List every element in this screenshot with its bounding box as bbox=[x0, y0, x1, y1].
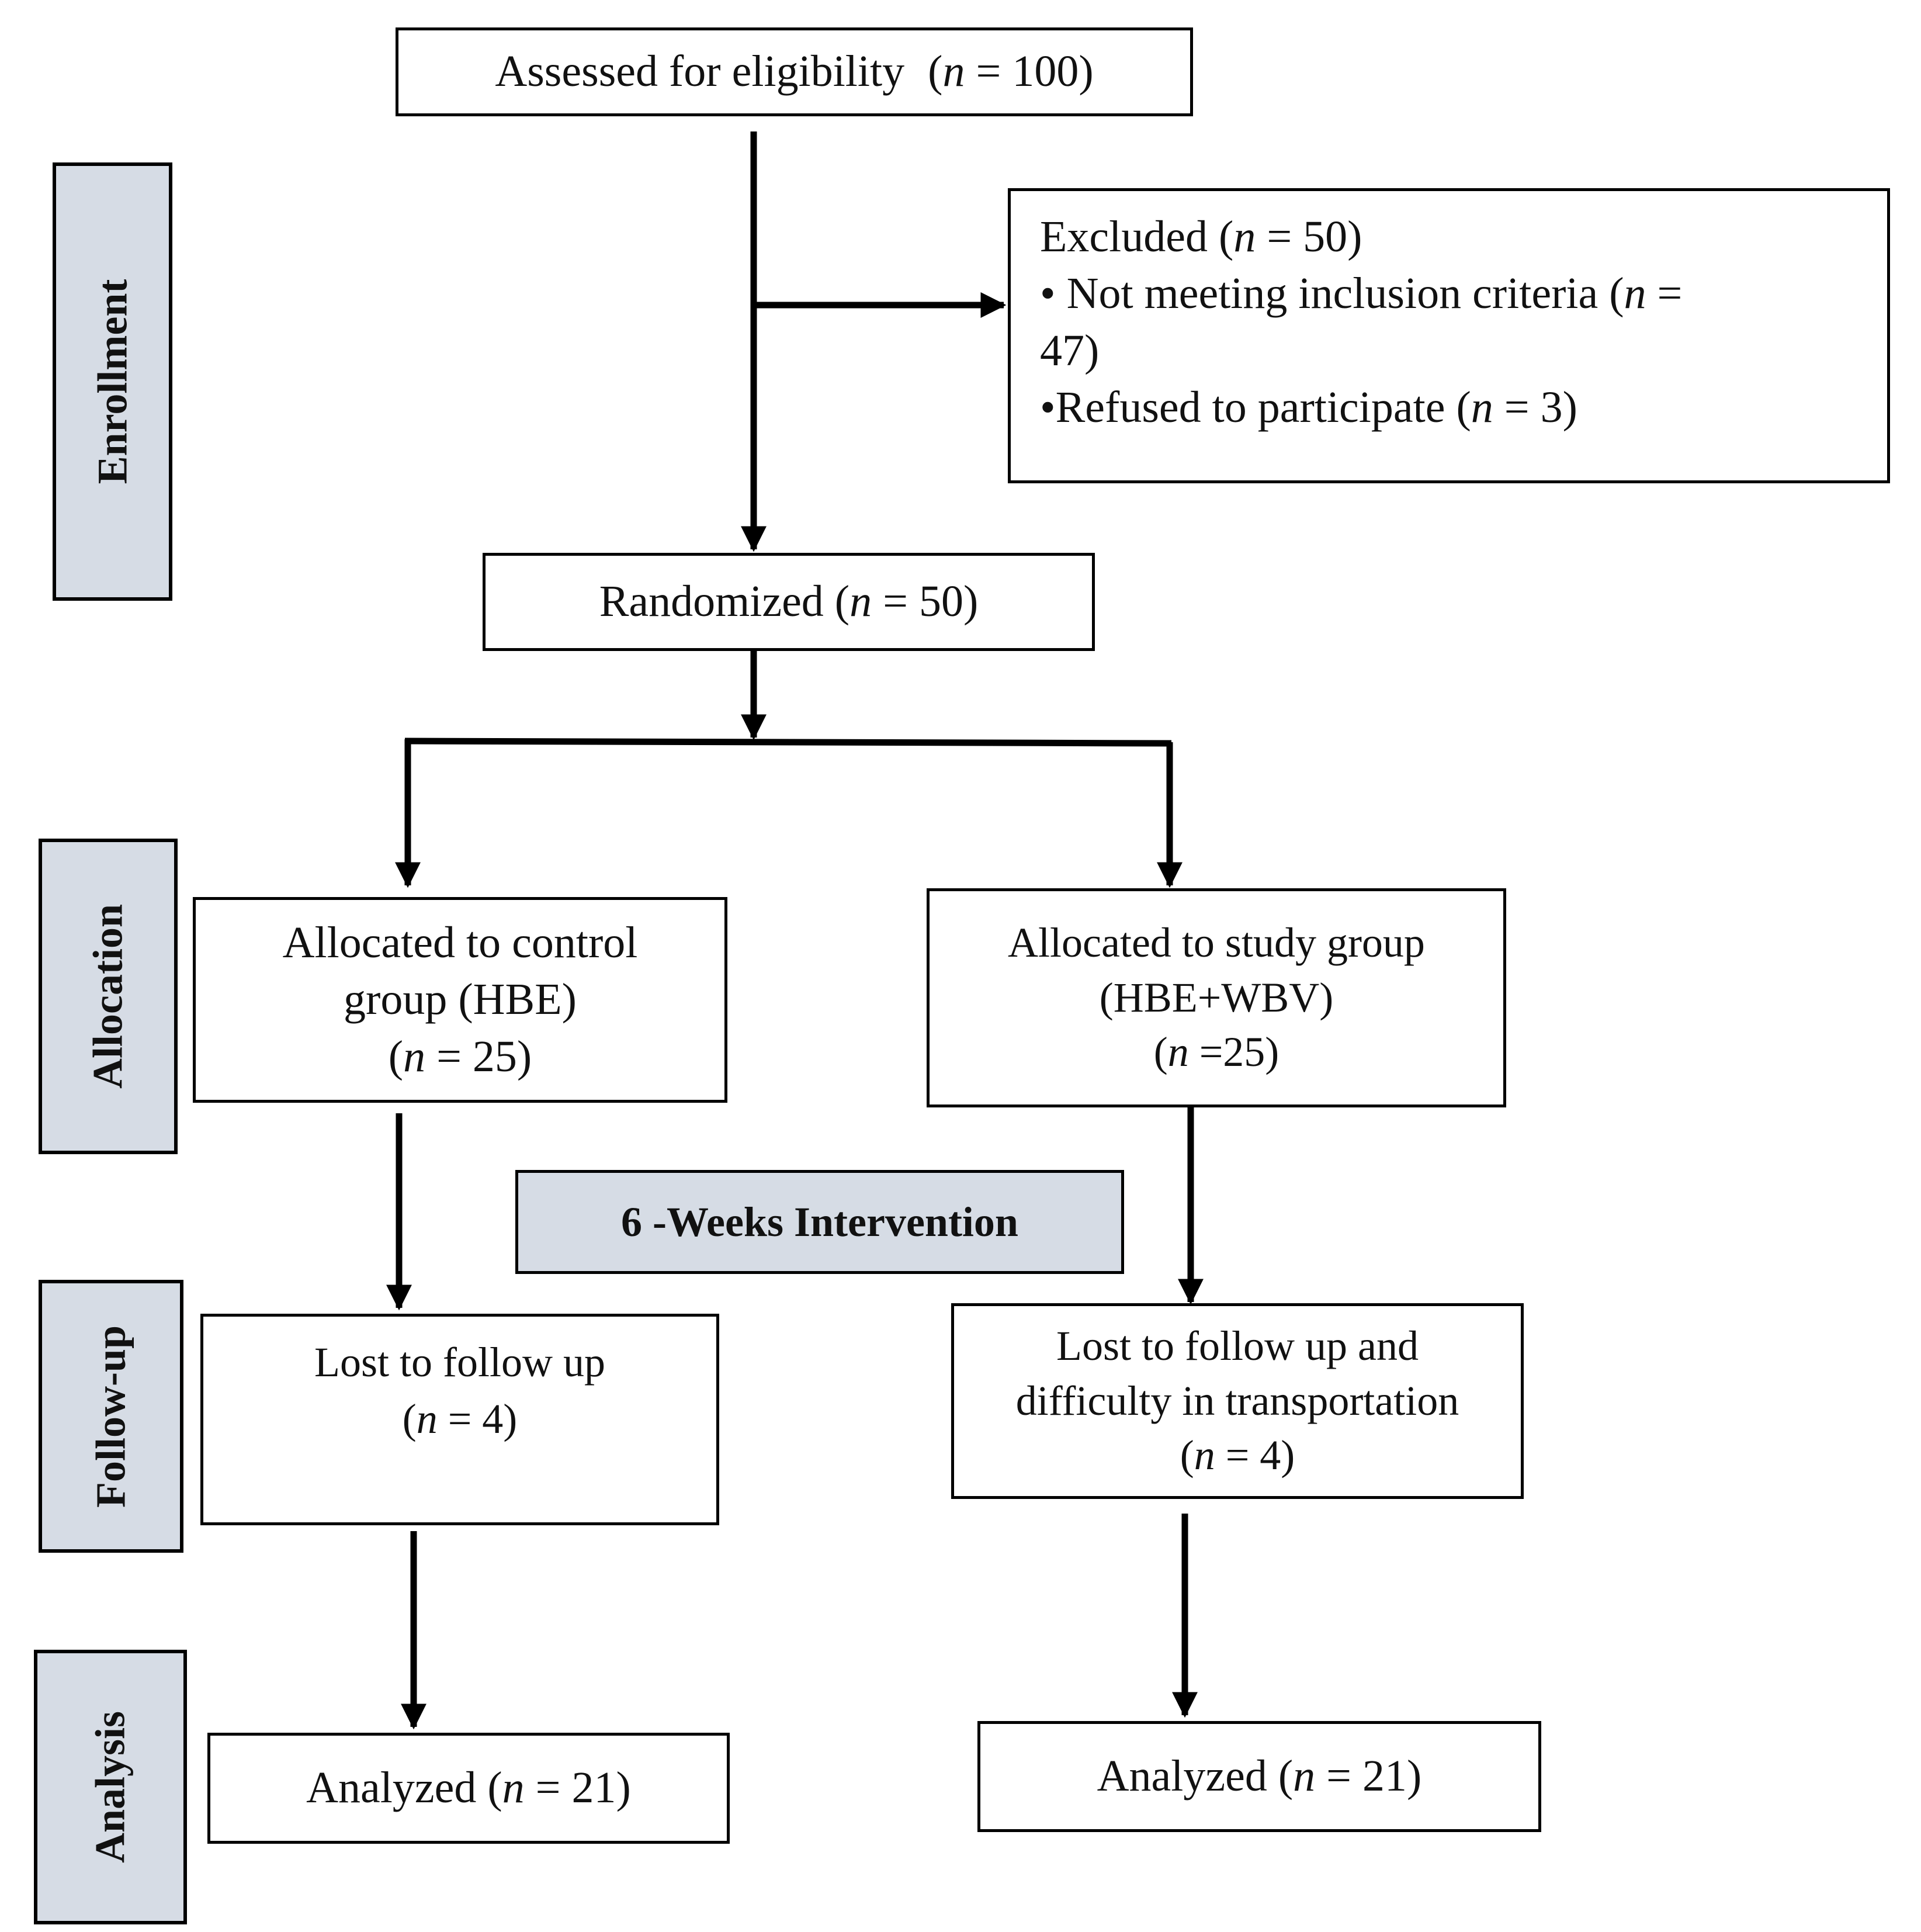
excluded-reason-1-line-1: • Not meeting inclusion criteria (n = bbox=[1040, 269, 1683, 318]
study-analyzed-text: Analyzed (n = 21) bbox=[1097, 1751, 1422, 1801]
control-allocation-line-3: (n = 25) bbox=[388, 1031, 532, 1081]
excluded-reason-2: •Refused to participate (n = 3) bbox=[1040, 382, 1577, 432]
control-analyzed-box: Analyzed (n = 21) bbox=[207, 1733, 730, 1844]
randomized-text: Randomized (n = 50) bbox=[599, 577, 979, 626]
control-allocation-line-2: group (HBE) bbox=[344, 975, 577, 1024]
control-allocation-box: Allocated to control group (HBE) (n = 25… bbox=[193, 897, 727, 1103]
assessed-text: Assessed for eligibility bbox=[495, 47, 905, 96]
stage-allocation: Allocation bbox=[39, 839, 178, 1154]
randomized-box: Randomized (n = 50) bbox=[483, 553, 1095, 651]
study-lost-line-3: (n = 4) bbox=[1180, 1432, 1295, 1479]
study-lost-box: Lost to follow up and difficulty in tran… bbox=[951, 1303, 1524, 1499]
excluded-title: Excluded (n = 50) bbox=[1040, 212, 1362, 261]
control-analyzed-text: Analyzed (n = 21) bbox=[306, 1763, 631, 1813]
assessed-n: (n = 100) bbox=[928, 47, 1094, 96]
excluded-box: Excluded (n = 50) • Not meeting inclusio… bbox=[1008, 188, 1890, 483]
stage-follow-up: Follow-up bbox=[39, 1280, 183, 1553]
stage-follow-up-label: Follow-up bbox=[87, 1325, 134, 1508]
study-lost-line-1: Lost to follow up and bbox=[1056, 1322, 1419, 1370]
stage-allocation-label: Allocation bbox=[84, 904, 131, 1089]
stage-enrollment: Enrollment bbox=[53, 162, 172, 601]
stage-analysis-label: Analysis bbox=[86, 1711, 134, 1864]
split-horizontal-line bbox=[404, 738, 1172, 747]
study-lost-line-2: difficulty in transportation bbox=[1015, 1377, 1459, 1424]
assessed-box: Assessed for eligibility (n = 100) bbox=[396, 27, 1193, 116]
study-allocation-line-1: Allocated to study group bbox=[1008, 919, 1425, 967]
excluded-reason-1-line-2: 47) bbox=[1040, 326, 1100, 375]
intervention-text: 6 -Weeks Intervention bbox=[621, 1198, 1018, 1245]
control-lost-line-1: Lost to follow up bbox=[314, 1339, 605, 1386]
study-allocation-line-3: (n =25) bbox=[1153, 1029, 1279, 1076]
intervention-phase-box: 6 -Weeks Intervention bbox=[515, 1170, 1124, 1274]
stage-analysis: Analysis bbox=[34, 1650, 187, 1924]
study-analyzed-box: Analyzed (n = 21) bbox=[977, 1721, 1541, 1832]
control-allocation-line-1: Allocated to control bbox=[282, 918, 638, 968]
study-allocation-line-2: (HBE+WBV) bbox=[1099, 974, 1334, 1021]
control-lost-box: Lost to follow up (n = 4) bbox=[200, 1314, 719, 1525]
study-allocation-box: Allocated to study group (HBE+WBV) (n =2… bbox=[927, 888, 1506, 1107]
stage-enrollment-label: Enrollment bbox=[89, 279, 136, 484]
control-lost-line-2: (n = 4) bbox=[402, 1396, 518, 1443]
